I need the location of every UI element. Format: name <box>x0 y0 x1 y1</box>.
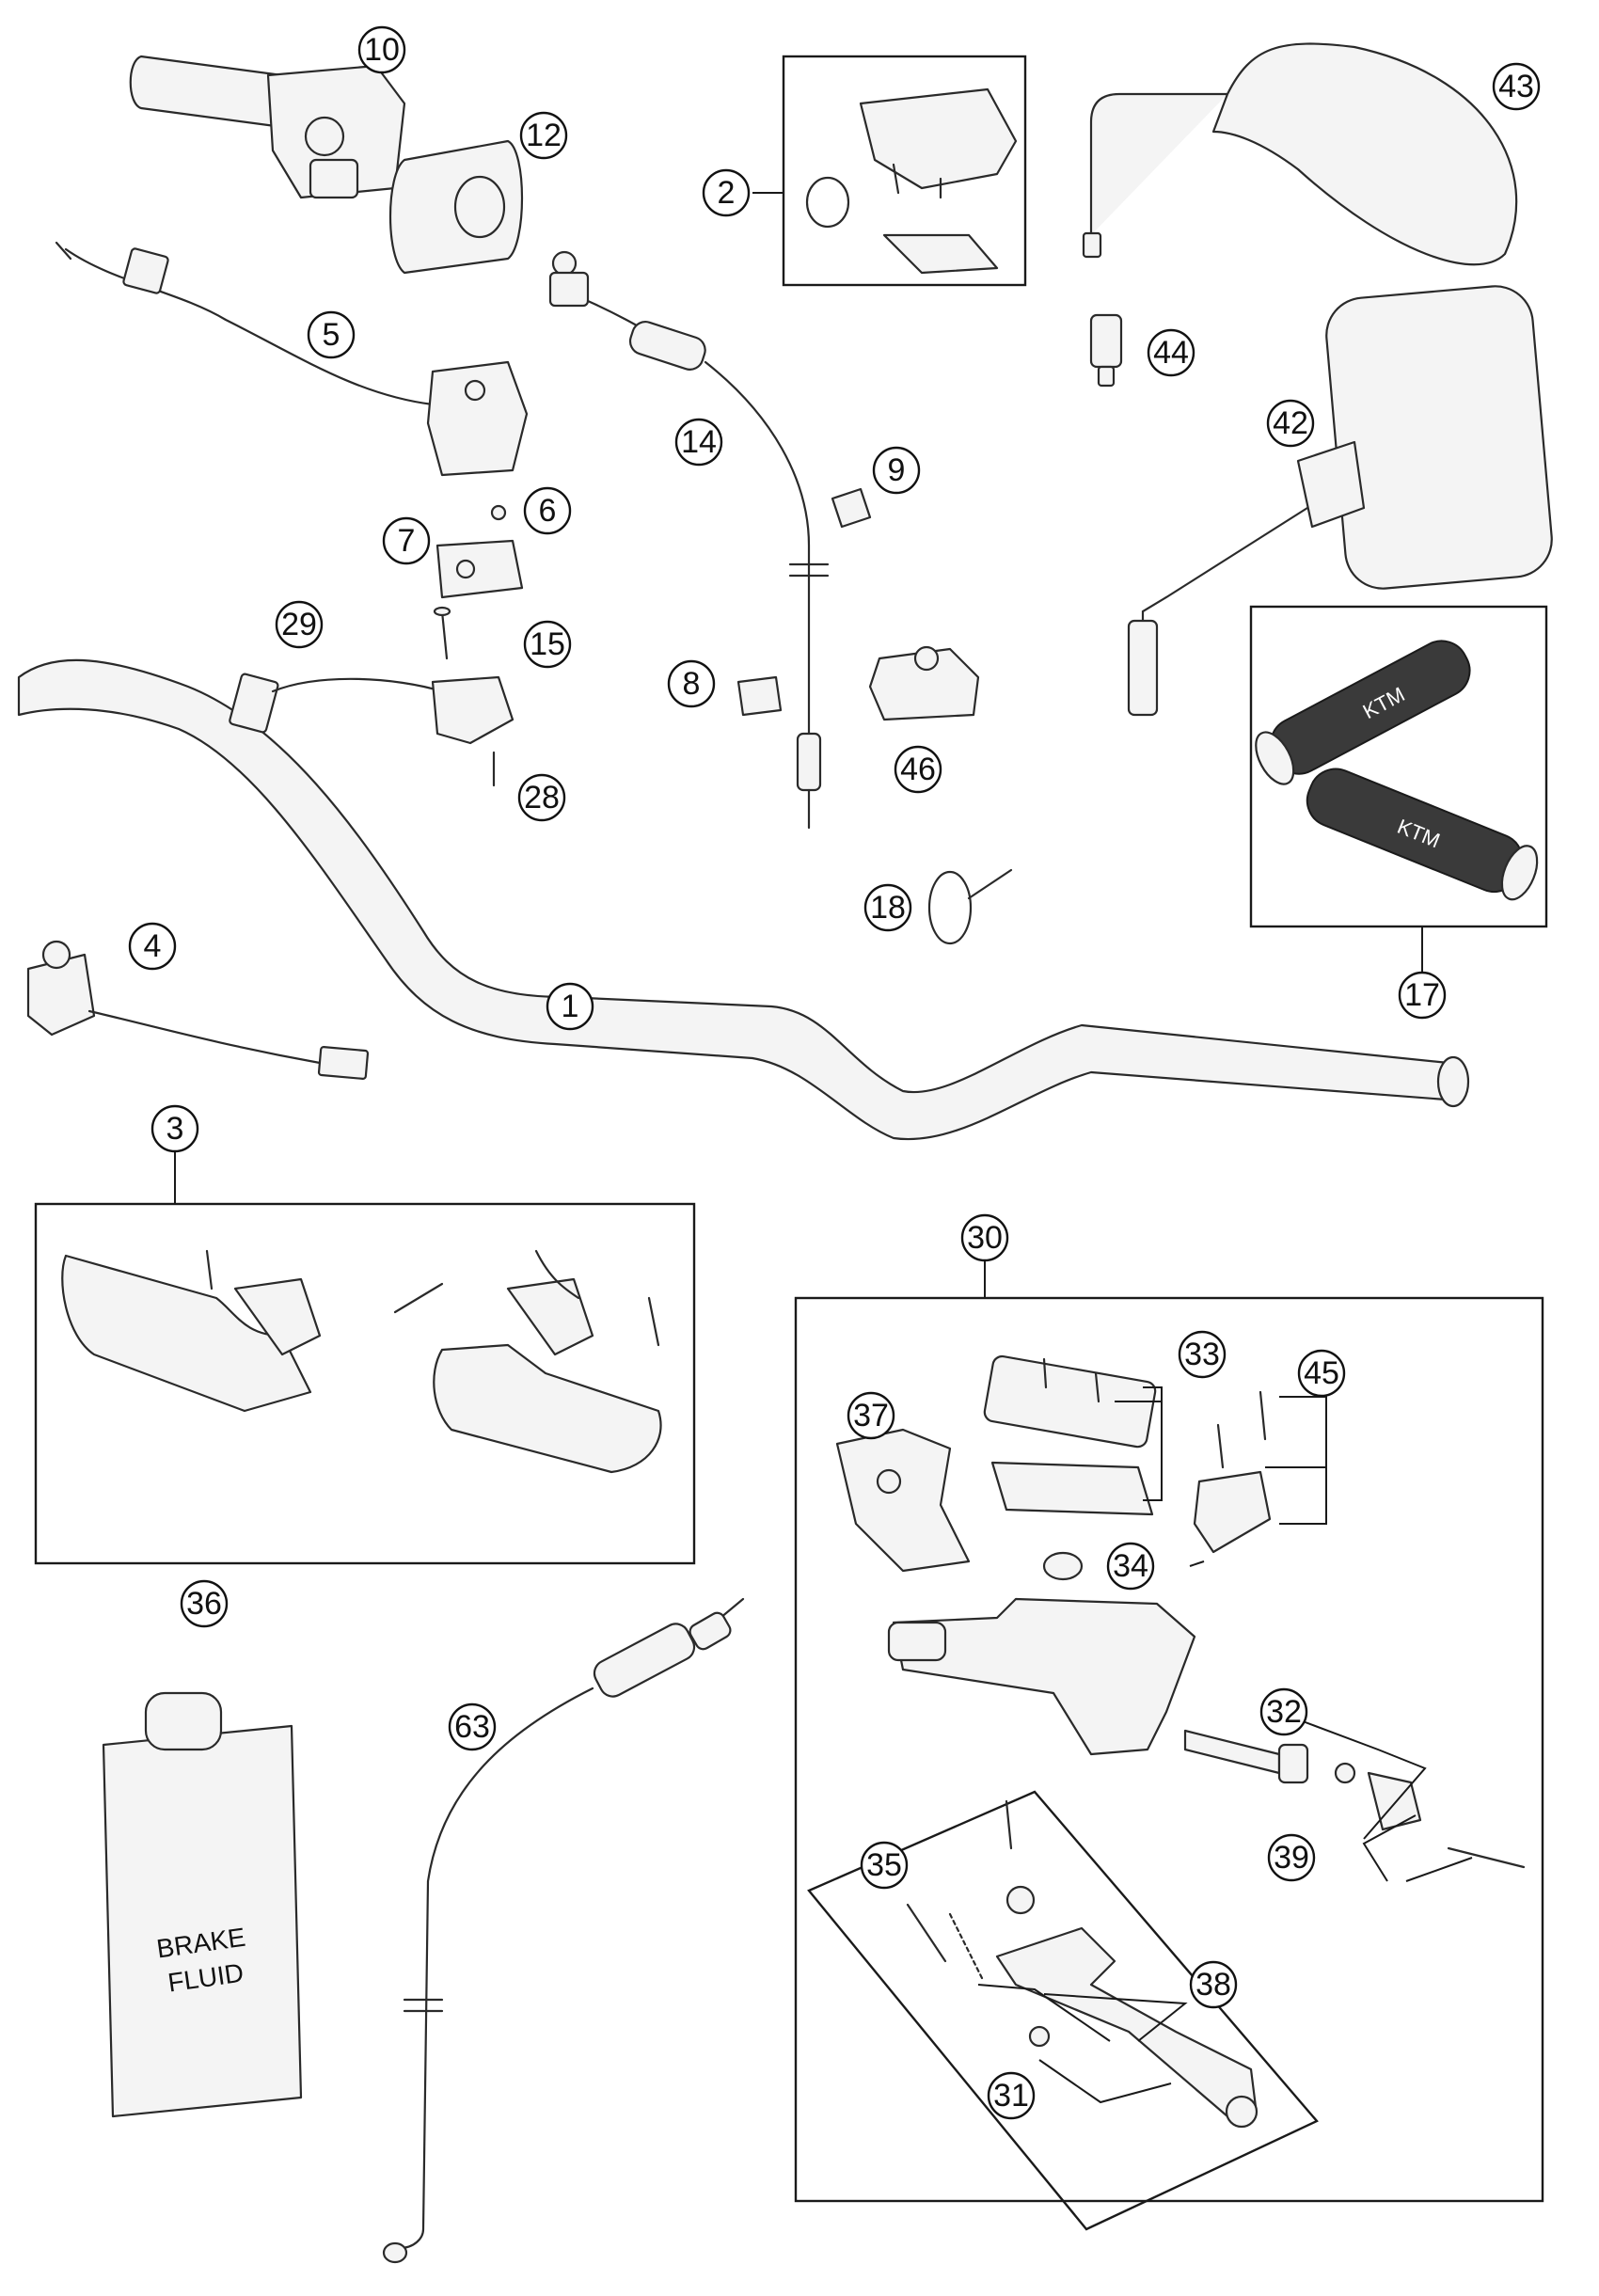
callout-number: 1 <box>562 989 579 1024</box>
callout-12: 12 <box>519 111 568 160</box>
callout-number: 9 <box>888 452 906 488</box>
callout-number: 33 <box>1184 1337 1220 1372</box>
callout-35: 35 <box>860 1841 909 1890</box>
callout-number: 3 <box>166 1111 184 1147</box>
callout-number: 42 <box>1273 405 1308 441</box>
callout-number: 29 <box>281 607 317 642</box>
callout-number: 30 <box>967 1220 1003 1256</box>
callout-2: 2 <box>702 168 751 217</box>
callout-33: 33 <box>1178 1330 1227 1379</box>
callout-number: 39 <box>1274 1840 1309 1876</box>
callout-number: 37 <box>853 1398 889 1433</box>
callout-number: 35 <box>866 1847 902 1883</box>
callout-number: 6 <box>539 493 557 529</box>
callout-31: 31 <box>987 2071 1036 2120</box>
callout-17: 17 <box>1398 971 1447 1020</box>
leader-lines <box>752 192 1473 2104</box>
callout-43: 43 <box>1492 62 1541 111</box>
throttle-cover <box>388 139 524 275</box>
callout-1: 1 <box>546 982 594 1031</box>
callout-number: 32 <box>1266 1694 1302 1730</box>
callout-6: 6 <box>523 486 572 535</box>
switch-harness <box>55 241 529 477</box>
callout-34: 34 <box>1106 1542 1155 1591</box>
callout-5: 5 <box>307 310 356 359</box>
group-box-17 <box>1249 605 1548 928</box>
callout-8: 8 <box>667 659 716 708</box>
callout-number: 36 <box>186 1586 222 1622</box>
left-switch <box>26 940 370 1080</box>
callout-number: 8 <box>683 666 701 702</box>
callout-number: 15 <box>530 626 565 662</box>
group-box-lever <box>807 1790 1319 2231</box>
hand-guards <box>61 1249 662 1474</box>
callout-10: 10 <box>357 25 406 74</box>
callout-18: 18 <box>863 883 912 932</box>
throttle-cable <box>548 250 830 830</box>
callout-number: 38 <box>1195 1967 1231 2003</box>
kill-switch <box>229 673 515 787</box>
callout-28: 28 <box>517 773 566 822</box>
brake-lever <box>906 1799 1259 2129</box>
callout-29: 29 <box>275 600 324 649</box>
callout-number: 46 <box>900 752 936 787</box>
mirror-left <box>1127 285 1553 717</box>
callout-number: 43 <box>1498 69 1534 104</box>
callout-number: 10 <box>364 32 400 68</box>
handlebar <box>17 658 1470 1141</box>
group-box-2 <box>782 55 1027 287</box>
callout-number: 7 <box>398 523 416 559</box>
callout-44: 44 <box>1147 328 1195 377</box>
cable-tie <box>927 868 1013 945</box>
callout-number: 18 <box>870 890 906 926</box>
callout-number: 4 <box>144 928 162 964</box>
clamp-set <box>433 504 524 660</box>
callout-63: 63 <box>448 1702 497 1751</box>
group-box-3 <box>34 1202 696 1565</box>
callout-7: 7 <box>382 516 431 565</box>
throttle-grip <box>129 55 406 199</box>
callout-4: 4 <box>128 922 177 971</box>
callout-number: 31 <box>993 2078 1029 2114</box>
cable-parts <box>736 487 980 721</box>
callout-39: 39 <box>1267 1833 1316 1882</box>
callout-14: 14 <box>674 418 723 467</box>
callout-38: 38 <box>1189 1960 1238 2009</box>
master-cylinder <box>835 1354 1526 1869</box>
callout-30: 30 <box>960 1213 1009 1262</box>
callout-36: 36 <box>180 1579 229 1628</box>
cover-kit <box>805 87 1018 275</box>
handlebar-grips: KTM KTM <box>1255 640 1539 901</box>
callout-number: 5 <box>323 317 340 353</box>
callout-9: 9 <box>872 446 921 495</box>
mirror-right <box>1082 42 1518 266</box>
mirror-adapter <box>1089 313 1123 388</box>
callout-number: 12 <box>526 118 562 153</box>
callout-number: 45 <box>1304 1355 1339 1391</box>
callout-number: 28 <box>524 780 560 815</box>
callout-number: 63 <box>454 1709 490 1745</box>
callout-3: 3 <box>150 1104 199 1153</box>
brake-hose <box>382 1597 745 2264</box>
callout-number: 44 <box>1153 335 1189 371</box>
callout-32: 32 <box>1259 1687 1308 1736</box>
group-box-30 <box>794 1296 1544 2203</box>
callout-46: 46 <box>894 745 942 794</box>
callout-15: 15 <box>523 620 572 669</box>
callout-37: 37 <box>847 1391 895 1440</box>
callout-45: 45 <box>1297 1349 1346 1398</box>
callout-number: 17 <box>1404 977 1440 1013</box>
callout-number: 14 <box>681 424 717 460</box>
callout-42: 42 <box>1266 399 1315 448</box>
callout-number: 34 <box>1113 1548 1148 1584</box>
brake-fluid-container: BRAKE FLUID <box>102 1691 303 2118</box>
callout-number: 2 <box>718 175 736 211</box>
